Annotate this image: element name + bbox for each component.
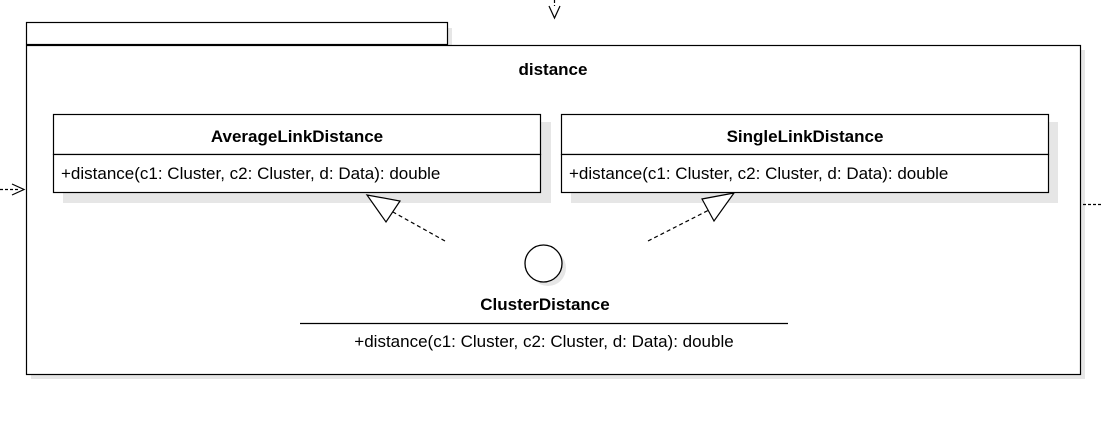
class-name: SingleLinkDistance (727, 127, 884, 146)
interface-lollipop-icon (524, 244, 563, 283)
interface-method: +distance(c1: Cluster, c2: Cluster, d: D… (354, 332, 733, 351)
class-method: +distance(c1: Cluster, c2: Cluster, d: D… (569, 164, 948, 183)
class-members (560, 153, 1050, 194)
package-body[interactable] (25, 44, 1082, 376)
class-header (560, 113, 1050, 156)
incoming-dependency-arrow-top (548, 0, 561, 20)
class-single-link-distance[interactable]: SingleLinkDistance +distance(c1: Cluster… (560, 113, 1050, 194)
incoming-dependency-arrow-left (0, 183, 26, 196)
realization-arrow-single (647, 192, 736, 242)
interface-cluster-distance[interactable]: ClusterDistance +distance(c1: Cluster, c… (300, 244, 788, 351)
class-name: AverageLinkDistance (211, 127, 383, 146)
class-method: +distance(c1: Cluster, c2: Cluster, d: D… (61, 164, 440, 183)
interface-name: ClusterDistance (480, 295, 609, 314)
package-tab[interactable] (25, 21, 449, 46)
package-title: distance (519, 60, 588, 79)
class-members (52, 153, 542, 194)
class-average-link-distance[interactable]: AverageLinkDistance +distance(c1: Cluste… (52, 113, 542, 194)
class-header (52, 113, 542, 156)
realization-arrow-average (365, 194, 446, 242)
